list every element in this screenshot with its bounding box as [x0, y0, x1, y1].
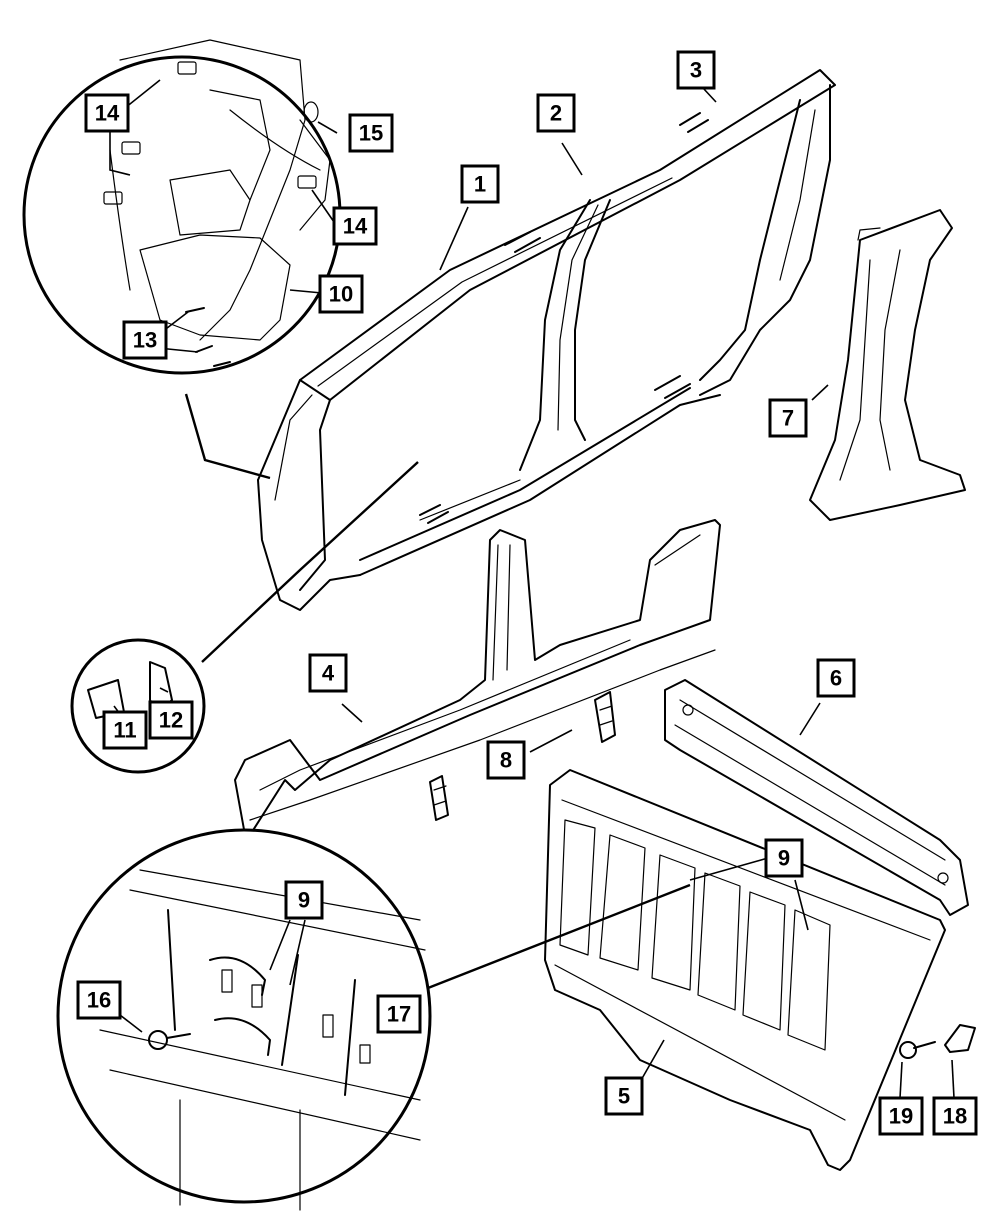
callout-3: 3 [676, 50, 716, 90]
callout-4: 4 [308, 653, 348, 693]
callout-15: 15 [348, 113, 394, 153]
callout-12: 12 [148, 700, 194, 740]
callout-14-top: 14 [84, 93, 130, 133]
body-side-aperture-outer [257, 69, 836, 611]
part-4-rocker-sill-panel [234, 519, 721, 836]
svg-text:14: 14 [343, 214, 368, 239]
callout-13: 13 [122, 320, 168, 360]
callout-10: 10 [318, 274, 364, 314]
svg-text:13: 13 [133, 328, 157, 353]
screw-icon [185, 307, 205, 313]
svg-text:9: 9 [778, 846, 790, 871]
bracket-icon [322, 1014, 334, 1038]
detail-connector-line [184, 393, 271, 480]
detail-connector-line [201, 461, 419, 663]
screw-icon [195, 345, 213, 353]
bracket-icon [221, 969, 233, 993]
callout-11: 11 [102, 710, 148, 750]
svg-text:17: 17 [387, 1002, 411, 1027]
svg-text:18: 18 [943, 1104, 967, 1129]
part-6-rear-header-panel [664, 679, 969, 916]
detail-connector-line [427, 883, 691, 990]
part-19-screw [899, 1041, 936, 1059]
grab-handle-icon [209, 956, 266, 996]
part-18-nut [944, 1024, 976, 1053]
svg-text:19: 19 [889, 1104, 913, 1129]
svg-text:8: 8 [500, 748, 512, 773]
grab-handle-icon [214, 1017, 271, 1056]
part-5-cab-back-panel [544, 769, 946, 1171]
svg-text:4: 4 [322, 661, 335, 686]
part-7-quarter-inner-panel [809, 209, 966, 521]
svg-text:5: 5 [618, 1084, 630, 1109]
callout-8: 8 [486, 740, 526, 780]
svg-text:9: 9 [298, 888, 310, 913]
callout-5: 5 [604, 1076, 644, 1116]
callout-1: 1 [460, 164, 500, 204]
callout-18: 18 [932, 1096, 978, 1136]
svg-text:1: 1 [474, 172, 486, 197]
callout-9-panel: 9 [764, 838, 804, 878]
callout-17: 17 [376, 994, 422, 1034]
clip-icon [297, 175, 317, 189]
callout-6: 6 [816, 658, 856, 698]
clip-icon [103, 191, 123, 205]
callout-19: 19 [878, 1096, 924, 1136]
svg-text:16: 16 [87, 988, 111, 1013]
bracket-icon [359, 1044, 371, 1064]
svg-text:12: 12 [159, 708, 183, 733]
svg-text:11: 11 [113, 718, 136, 743]
callout-14-right: 14 [332, 206, 378, 246]
hole-icon [682, 704, 694, 716]
part-8-bracket [429, 691, 616, 821]
detail-bubble-upper-pillar [22, 39, 342, 375]
clip-icon [177, 61, 197, 75]
clip-icon [121, 141, 141, 155]
detail-bubble-back-panel-handles [56, 828, 432, 1211]
svg-text:15: 15 [359, 121, 383, 146]
hole-icon [937, 872, 949, 884]
plug-icon [303, 101, 319, 123]
svg-text:6: 6 [830, 666, 842, 691]
svg-text:2: 2 [550, 101, 562, 126]
callout-9-detail: 9 [284, 880, 324, 920]
svg-text:7: 7 [782, 406, 794, 431]
svg-text:3: 3 [690, 58, 702, 83]
callout-7: 7 [768, 398, 808, 438]
callout-16: 16 [76, 980, 122, 1020]
bracket-icon [251, 984, 263, 1008]
bolt-icon [148, 1030, 168, 1050]
svg-text:10: 10 [329, 282, 353, 307]
callout-2: 2 [536, 93, 576, 133]
screw-icon [213, 361, 231, 367]
svg-text:14: 14 [95, 101, 120, 126]
